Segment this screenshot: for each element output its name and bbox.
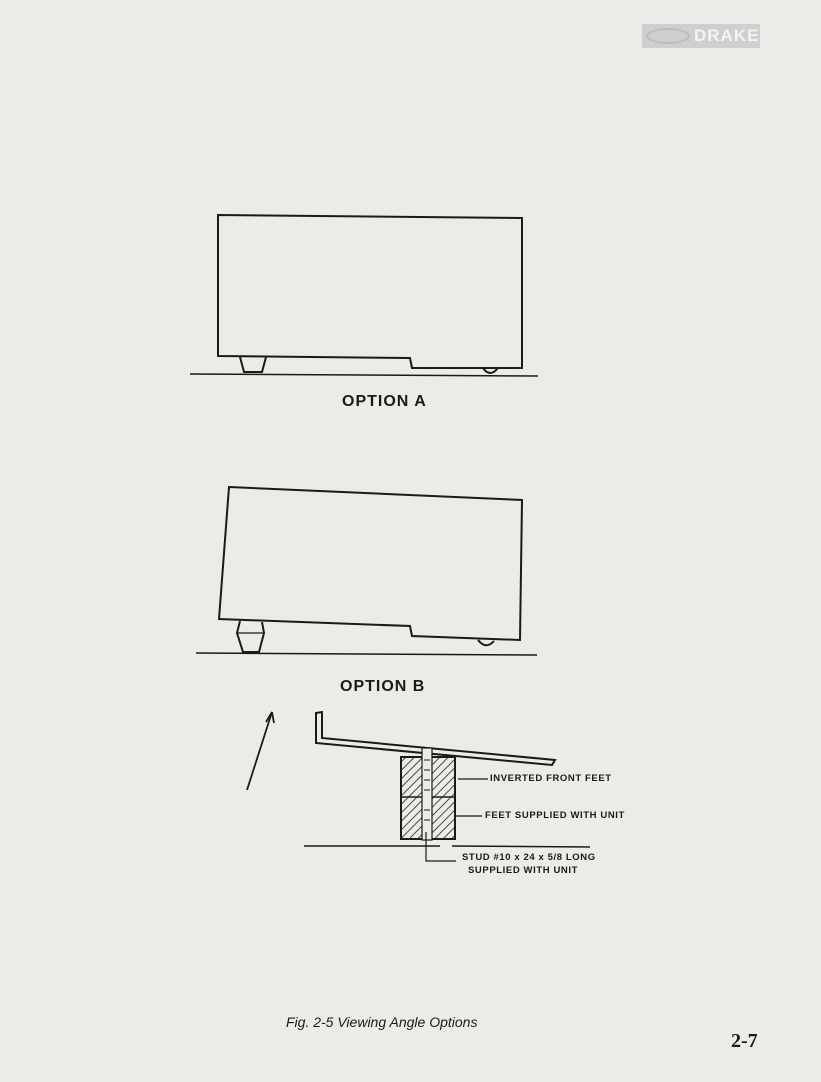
callout-inverted-front-feet: INVERTED FRONT FEET xyxy=(490,773,612,784)
figure-caption: Fig. 2-5 Viewing Angle Options xyxy=(286,1014,478,1030)
callout-feet-supplied: FEET SUPPLIED WITH UNIT xyxy=(485,810,625,821)
option-b-drawing xyxy=(195,485,538,656)
option-b-label: OPTION B xyxy=(340,678,426,695)
logo-oval-icon xyxy=(646,28,690,44)
callout-stud-line1: STUD #10 x 24 x 5/8 LONG xyxy=(462,852,596,863)
drake-logo: DRAKE xyxy=(642,24,760,48)
option-a-label: OPTION A xyxy=(342,393,427,410)
logo-text: DRAKE xyxy=(694,26,760,45)
option-a-drawing xyxy=(189,213,539,377)
page-number: 2-7 xyxy=(731,1030,758,1052)
feet-detail-drawing xyxy=(246,710,591,862)
callout-stud-line2: SUPPLIED WITH UNIT xyxy=(468,865,579,876)
